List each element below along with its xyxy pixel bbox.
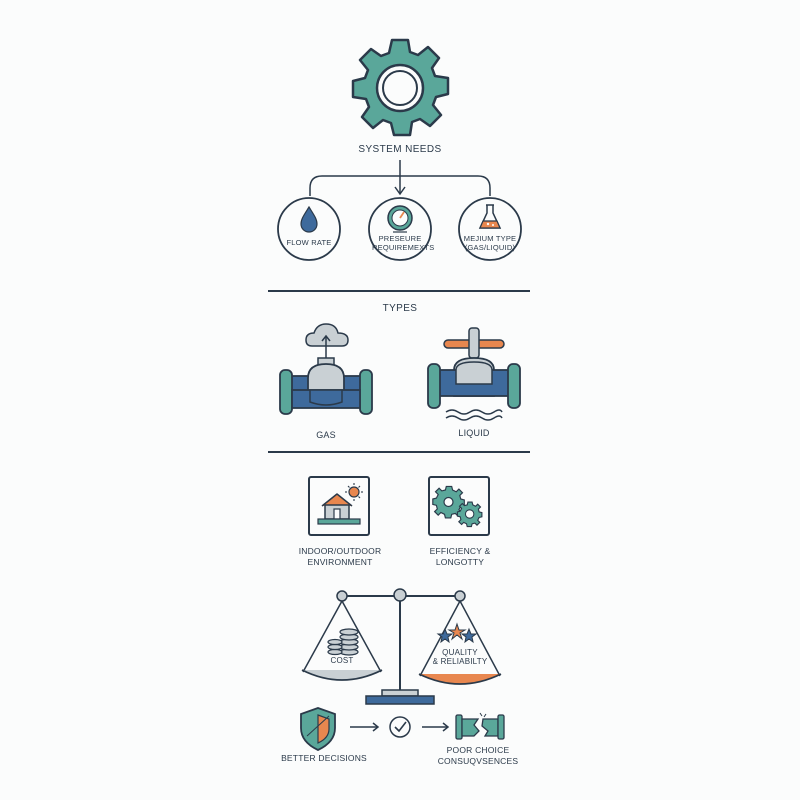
medium-type-label: MEJIUM TYPE (GAS/LIQUID) xyxy=(463,234,517,253)
liquid-valve-icon xyxy=(427,327,521,421)
environment-box xyxy=(308,476,370,536)
pressure-gauge-icon xyxy=(387,205,413,233)
quality-label-line2: & RELIABILTY xyxy=(432,657,488,667)
efficiency-label-line2: LONGOTTY xyxy=(435,556,485,567)
efficiency-label: EFFICIENCY & LONGOTTY xyxy=(405,546,515,567)
divider-top xyxy=(268,290,530,292)
gears-icon xyxy=(432,485,483,528)
criteria-circle-medium xyxy=(458,197,522,261)
environment-label-line1: INDOOR/OUTDOOR xyxy=(298,546,382,556)
shield-icon xyxy=(300,707,336,751)
types-title: TYPES xyxy=(382,303,418,314)
environment-label-line2: ENVIRONMENT xyxy=(307,556,373,567)
criteria-circle-flow-rate xyxy=(277,197,341,261)
better-decisions-label: BETTER DECISIONS xyxy=(281,753,367,763)
poor-choice-label-line1: POOR CHOICE xyxy=(446,745,510,755)
stars-icon xyxy=(436,622,478,644)
gas-label: GAS xyxy=(316,430,336,440)
liquid-label: LIQUID xyxy=(458,428,490,438)
broken-pipe-icon xyxy=(455,712,505,740)
criteria-circle-pressure xyxy=(368,197,432,261)
pressure-label: PRESEURE REQUIREMEXTS xyxy=(372,234,435,253)
flow-rate-label: FLOW RATE xyxy=(286,238,332,247)
flask-icon xyxy=(478,204,502,229)
quality-pan xyxy=(418,600,502,685)
system-needs-title: SYSTEM NEEDS xyxy=(358,144,442,155)
environment-label: INDOOR/OUTDOOR ENVIRONMENT xyxy=(285,546,395,567)
water-drop-icon xyxy=(300,205,318,233)
poor-choice-label: POOR CHOICE CONSUQVSENCES xyxy=(426,745,530,766)
cost-label: COST xyxy=(330,656,354,665)
house-sun-icon xyxy=(317,483,363,525)
efficiency-label-line1: EFFICIENCY & xyxy=(429,546,491,556)
divider-middle xyxy=(268,451,530,453)
cost-pan xyxy=(301,600,383,681)
gas-valve-icon xyxy=(279,323,373,415)
poor-choice-label-line2: CONSUQVSENCES xyxy=(437,755,519,766)
quality-label: QUALITY & RELIABILTY xyxy=(418,648,502,666)
efficiency-box xyxy=(428,476,490,536)
quality-label-line1: QUALITY xyxy=(442,648,478,657)
check-circle-icon xyxy=(389,716,411,738)
coins-icon xyxy=(327,628,359,656)
gear-icon xyxy=(351,38,450,137)
